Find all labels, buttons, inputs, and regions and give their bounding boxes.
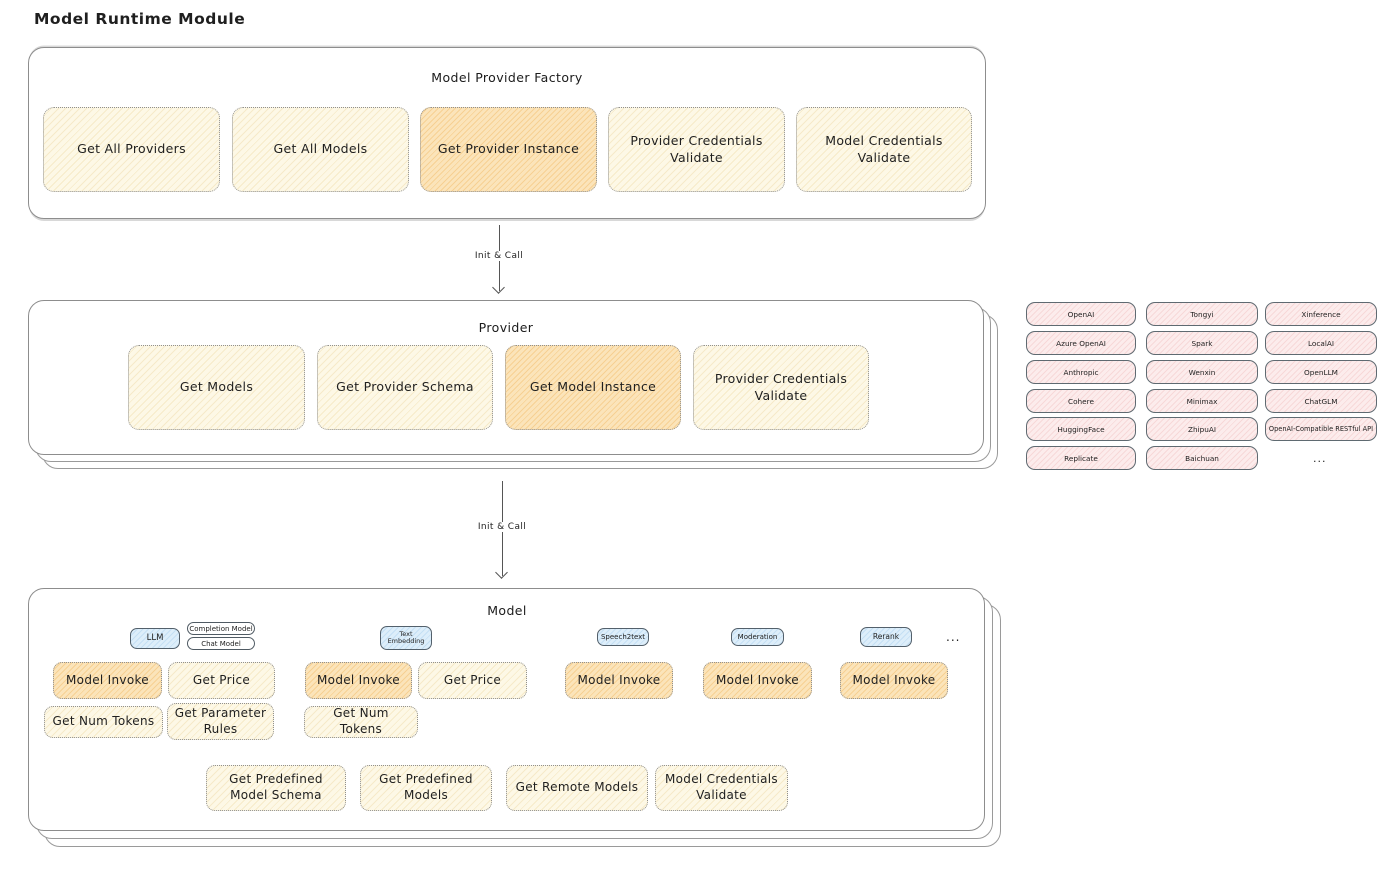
provider-get-provider-schema: Get Provider Schema bbox=[317, 345, 493, 430]
factory-get-provider-instance: Get Provider Instance bbox=[420, 107, 597, 192]
llm-get-price: Get Price bbox=[168, 662, 275, 699]
factory-get-all-models: Get All Models bbox=[232, 107, 409, 192]
model-title: Model bbox=[487, 603, 527, 618]
embedding-get-num-tokens: Get Num Tokens bbox=[304, 706, 418, 738]
provider-chip-zhipuai: ZhipuAI bbox=[1146, 417, 1258, 441]
chip-chat-model: Chat Model bbox=[187, 637, 255, 650]
factory-provider-credentials-validate: Provider Credentials Validate bbox=[608, 107, 785, 192]
factory-model-credentials-validate: Model Credentials Validate bbox=[796, 107, 972, 192]
init-call-arrow-2-head bbox=[495, 566, 508, 579]
tab-llm: LLM bbox=[130, 628, 180, 649]
embedding-model-invoke: Model Invoke bbox=[305, 662, 412, 699]
llm-model-invoke: Model Invoke bbox=[53, 662, 162, 699]
provider-chip-openllm: OpenLLM bbox=[1265, 360, 1377, 384]
factory-title: Model Provider Factory bbox=[431, 70, 583, 85]
rerank-model-invoke: Model Invoke bbox=[840, 662, 948, 699]
init-call-label-1: Init & Call bbox=[470, 251, 528, 261]
init-call-arrow-1-head bbox=[492, 281, 505, 294]
provider-get-models: Get Models bbox=[128, 345, 305, 430]
tab-speech2text: Speech2text bbox=[597, 628, 649, 646]
llm-get-num-tokens: Get Num Tokens bbox=[44, 706, 163, 738]
provider-chip-huggingface: HuggingFace bbox=[1026, 417, 1136, 441]
model-get-predefined-model-schema: Get Predefined Model Schema bbox=[206, 765, 346, 811]
provider-chip-cohere: Cohere bbox=[1026, 389, 1136, 413]
model-model-credentials-validate: Model Credentials Validate bbox=[655, 765, 788, 811]
provider-chip-spark: Spark bbox=[1146, 331, 1258, 355]
provider-chip-tongyi: Tongyi bbox=[1146, 302, 1258, 326]
factory-get-all-providers: Get All Providers bbox=[43, 107, 220, 192]
provider-grid-more-ellipsis: ... bbox=[1313, 452, 1327, 465]
provider-title: Provider bbox=[478, 320, 534, 335]
speech2text-model-invoke: Model Invoke bbox=[565, 662, 673, 699]
provider-chip-replicate: Replicate bbox=[1026, 446, 1136, 470]
llm-get-parameter-rules: Get Parameter Rules bbox=[167, 703, 274, 740]
model-tabs-more-ellipsis: ... bbox=[946, 630, 961, 644]
provider-chip-wenxin: Wenxin bbox=[1146, 360, 1258, 384]
provider-chip-chatglm: ChatGLM bbox=[1265, 389, 1377, 413]
provider-chip-azure-openai: Azure OpenAI bbox=[1026, 331, 1136, 355]
provider-chip-openai-compatible-restful-api: OpenAI-Compatible RESTful API bbox=[1265, 417, 1377, 441]
embedding-get-price: Get Price bbox=[418, 662, 527, 699]
provider-chip-anthropic: Anthropic bbox=[1026, 360, 1136, 384]
provider-get-model-instance: Get Model Instance bbox=[505, 345, 681, 430]
tab-text-embedding: Text Embedding bbox=[380, 626, 432, 650]
tab-moderation: Moderation bbox=[731, 628, 784, 646]
model-get-predefined-models: Get Predefined Models bbox=[360, 765, 492, 811]
page-title: Model Runtime Module bbox=[34, 10, 246, 28]
provider-chip-minimax: Minimax bbox=[1146, 389, 1258, 413]
init-call-label-2: Init & Call bbox=[473, 522, 531, 532]
moderation-model-invoke: Model Invoke bbox=[703, 662, 812, 699]
chip-completion-model: Completion Model bbox=[187, 622, 255, 635]
model-get-remote-models: Get Remote Models bbox=[506, 765, 648, 811]
tab-rerank: Rerank bbox=[860, 627, 912, 647]
provider-provider-credentials-validate: Provider Credentials Validate bbox=[693, 345, 869, 430]
provider-chip-openai: OpenAI bbox=[1026, 302, 1136, 326]
provider-chip-localai: LocalAI bbox=[1265, 331, 1377, 355]
provider-chip-xinference: Xinference bbox=[1265, 302, 1377, 326]
provider-chip-baichuan: Baichuan bbox=[1146, 446, 1258, 470]
